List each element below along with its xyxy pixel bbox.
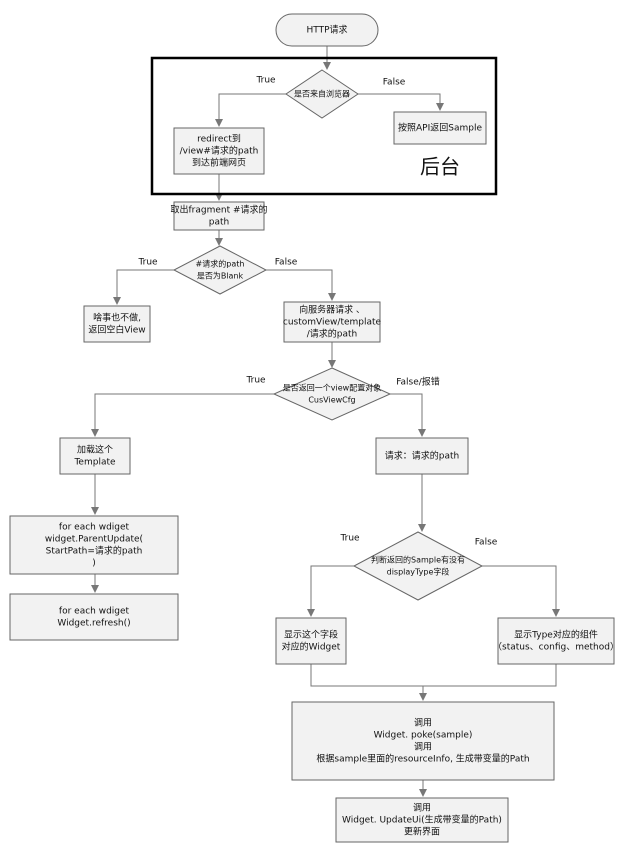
edge-blank-false [266,269,336,301]
fragment-box-text: 取出fragment #请求的 [170,204,267,216]
update-ui-box-text: 调用 [413,803,431,814]
foreach-parentupdate-box-text: for each wdiget [59,523,130,533]
show-field-widget-box-text: 显示这个字段 [284,629,338,641]
label-viewcfg-false: False/报错 [396,376,440,388]
decision-displaytype-text: 判断返回的Sample有没有 [371,555,465,565]
decision-displaytype-text: displayType字段 [387,567,450,577]
poke-box-text: Widget. poke(sample) [374,731,473,741]
decision-from-browser-text: 是否来自浏览器 [294,89,350,99]
show-type-component-box-text: （status、config、method） [493,642,619,653]
edge-viewcfg-true [91,393,274,437]
edge-viewcfg-false [390,393,426,437]
poke-box-text: 调用 [414,718,432,729]
server-request-box [283,301,381,343]
update-ui-box [335,797,509,843]
foreach-refresh-box [9,593,179,641]
poke-box [291,701,555,781]
fragment-box-text: path [209,218,229,228]
decision-from-browser [285,69,359,119]
label-browser-false: False [383,78,406,88]
request-path-box-text: 请求：请求的path [385,450,459,462]
decision-displaytype [352,531,484,601]
show-field-widget-box [275,617,347,665]
decision-viewcfg [272,367,392,421]
poke-box-text: 根据sample里面的resourceInfo, 生成带变量的Path [316,753,529,765]
edge-merge-line [310,664,557,687]
foreach-parentupdate-box-text: StartPath=请求的path [46,545,143,557]
start-node [275,13,379,47]
foreach-refresh-box-text: for each wdiget [59,607,130,617]
fragment-box [173,201,265,231]
label-displaytype-true: True [339,534,360,544]
label-browser-true: True [255,76,276,86]
edge-displaytype-true [307,565,354,617]
update-ui-box-text: 更新界面 [404,826,440,838]
label-viewcfg-true: True [245,376,266,386]
load-template-box-text: 加载这个 [77,444,113,456]
foreach-parentupdate-box-text: widget.ParentUpdate( [45,535,143,545]
redirect-box-text: /view#请求的path [180,145,259,157]
label-blank-false: False [275,258,298,268]
poke-box-text: 调用 [414,742,432,753]
load-template-box-text: Template [73,458,116,468]
decision-blank [172,245,268,295]
decision-viewcfg-text: CusViewCfg [308,396,355,405]
api-sample-box [393,111,487,145]
server-request-box-text: /请求的path [307,328,358,340]
foreach-parentupdate-box-text: ) [92,559,96,569]
backend-frame [150,56,498,196]
redirect-box-text: 到达前端网页 [192,157,246,169]
edge-displaytype-false [482,565,560,617]
request-path-box [375,437,469,475]
start-text: HTTP请求 [306,24,347,36]
show-type-component-box [497,617,615,665]
do-nothing-box [83,305,151,343]
redirect-box [173,127,265,175]
load-template-box [59,437,131,475]
do-nothing-box-text: 返回空白View [88,324,145,336]
label-blank-true: True [137,258,158,268]
backend-label: 后台 [420,155,460,179]
label-displaytype-false: False [475,538,498,548]
decision-blank-text: #请求的path [196,259,245,269]
foreach-refresh-box-text: Widget.refresh() [57,619,130,629]
decision-viewcfg-text: 是否返回一个view配置对象 [283,383,381,393]
do-nothing-box-text: 啥事也不做, [93,312,141,324]
edge-browser-false [358,93,444,111]
redirect-box-text: redirect到 [197,133,241,145]
show-type-component-box-text: 显示Type对应的组件 [514,629,598,641]
api-sample-box-text: 按照API返回Sample [398,122,482,134]
update-ui-box-text: Widget. UpdateUi(生成带变量的Path) [342,814,502,826]
show-field-widget-box-text: 对应的Widget [282,641,341,653]
decision-blank-text: 是否为Blank [197,271,244,281]
edge-browser-true [215,93,286,127]
server-request-box-text: 向服务器请求 、 [299,304,365,316]
edge-blank-true [113,269,174,305]
foreach-parentupdate-box [9,515,179,575]
server-request-box-text: customView/template [283,318,382,328]
